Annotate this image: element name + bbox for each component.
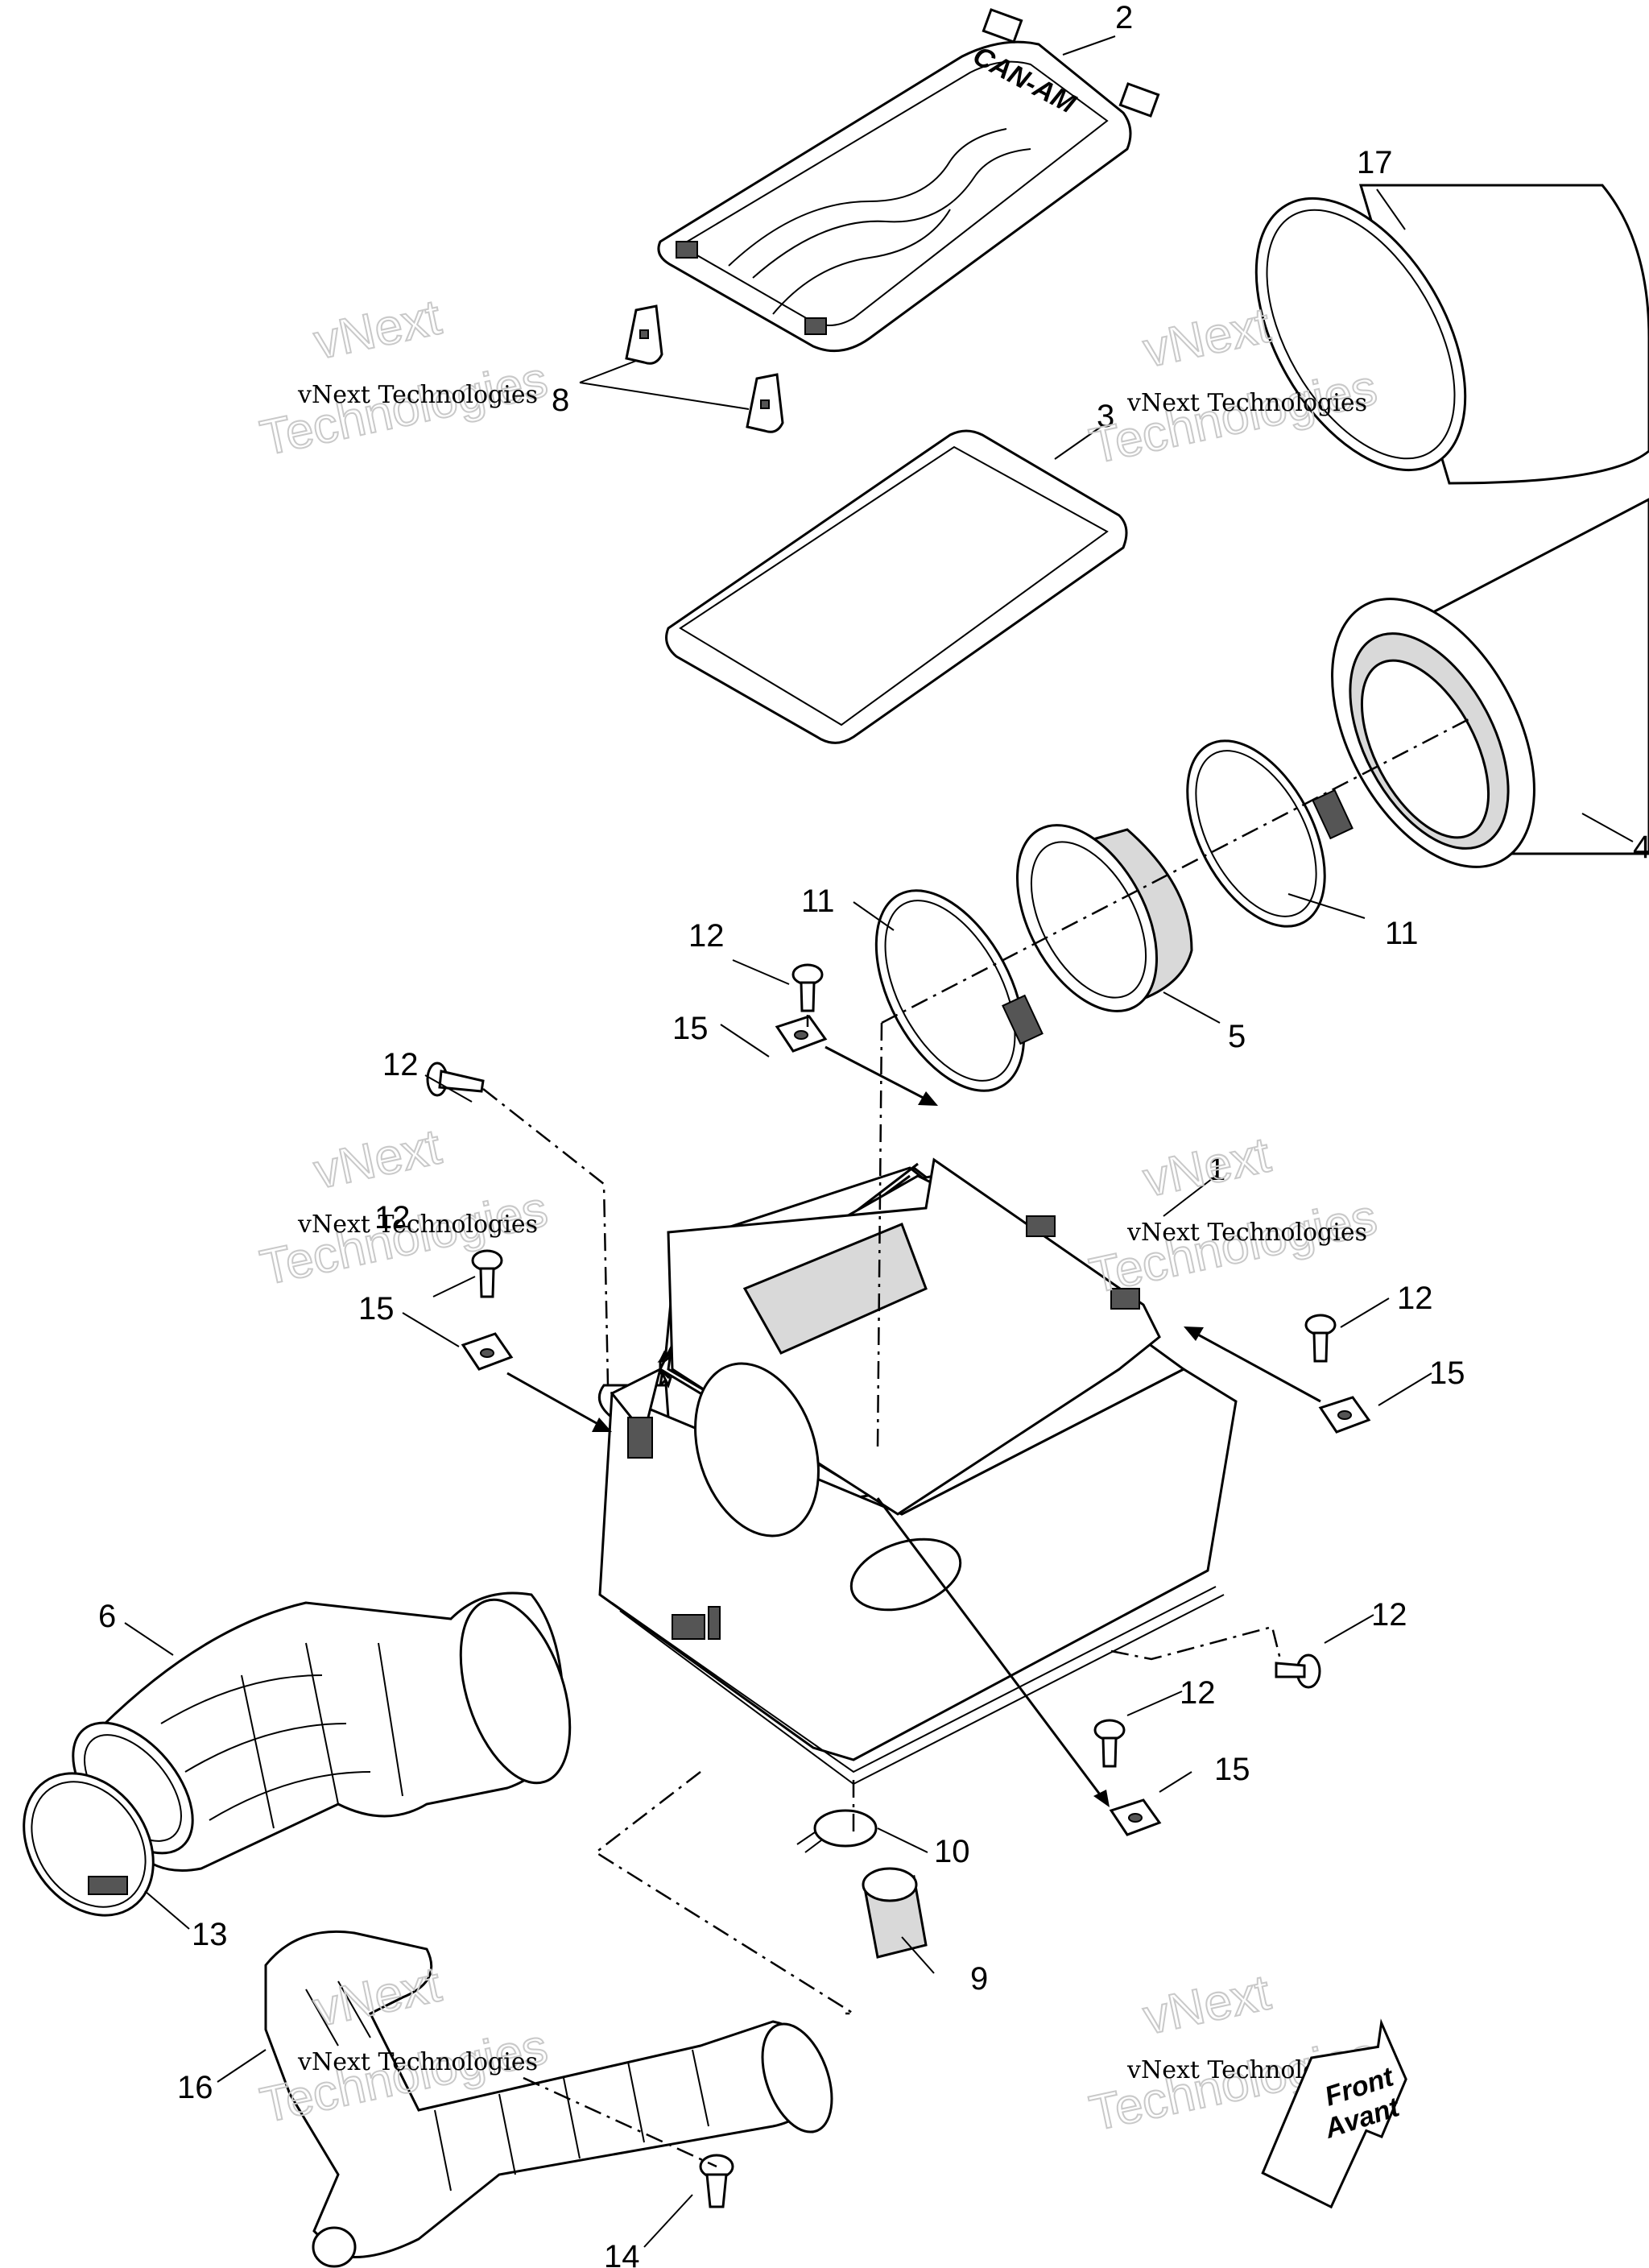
callout-6: 6: [98, 1599, 116, 1634]
part-intake-adaptor: [72, 1591, 572, 1872]
svg-text:vNext: vNext: [309, 289, 445, 370]
part-duct: [264, 1930, 833, 2268]
screw-12a: [426, 1062, 485, 1097]
callout-3: 3: [1097, 399, 1114, 434]
callout-12a: 12: [382, 1047, 419, 1082]
svg-text:vNext: vNext: [1139, 297, 1275, 378]
callout-12d: 12: [1397, 1281, 1433, 1316]
callout-9: 9: [970, 1961, 988, 1997]
screw-14: [699, 2154, 734, 2208]
part-drain-tube: [862, 1867, 928, 1959]
callout-4: 4: [1633, 830, 1649, 865]
nut-15c: [1318, 1396, 1371, 1434]
callout-15c: 15: [1429, 1355, 1465, 1391]
callout-12f: 12: [1180, 1675, 1216, 1711]
svg-text:vNext: vNext: [1139, 1964, 1275, 2045]
screw-12f: [1093, 1719, 1126, 1768]
callout-15b: 15: [358, 1291, 395, 1326]
leader-arrows: [506, 1045, 1321, 1807]
svg-text:vNext Technologies: vNext Technologies: [297, 381, 538, 409]
screw-12e: [1275, 1653, 1321, 1689]
callout-10: 10: [934, 1834, 970, 1869]
svg-text:vNext Technologies: vNext Technologies: [297, 2048, 538, 2076]
callout-17: 17: [1357, 145, 1393, 180]
callout-8: 8: [552, 383, 569, 418]
callout-2: 2: [1115, 0, 1133, 35]
callout-13: 13: [192, 1917, 228, 1952]
part-clips: [625, 304, 784, 433]
part-clamps-upper: [874, 739, 1354, 1092]
screw-12d: [1304, 1314, 1337, 1363]
callout-11b: 11: [1385, 916, 1419, 951]
svg-text:vNext Technologies: vNext Technologies: [297, 1211, 538, 1239]
watermark-1: vNext Technologies vNext Technologies: [255, 288, 553, 467]
callout-leaders: [124, 35, 1634, 2248]
part-prefilter: [1254, 184, 1649, 485]
nut-15a: [775, 1015, 828, 1053]
watermark-4: vNext Technologies vNext Technologies: [1085, 1126, 1382, 1305]
part-gasket: [665, 429, 1128, 744]
callout-12e: 12: [1371, 1597, 1407, 1633]
svg-text:vNext Technologies: vNext Technologies: [1126, 1219, 1367, 1247]
callout-numbers: 2 17 8 3 4 11 11 12 15 5 12 1 12 15 12 1…: [98, 0, 1649, 2268]
part-coupler: [1015, 824, 1193, 1012]
svg-text:vNext: vNext: [309, 1119, 445, 1199]
callout-15a: 15: [672, 1011, 709, 1046]
screw-12c: [471, 1249, 503, 1298]
callout-15d: 15: [1214, 1752, 1250, 1787]
nut-15b: [461, 1332, 514, 1371]
svg-text:vNext: vNext: [1139, 1127, 1275, 1207]
part-airbox-cover: CAN-AM: [657, 8, 1160, 353]
callout-12c: 12: [374, 1200, 411, 1235]
part-airbox-body: [598, 1157, 1238, 1786]
callout-5: 5: [1228, 1019, 1246, 1054]
callout-11a: 11: [801, 884, 835, 919]
callout-12b: 12: [688, 918, 725, 954]
nut-15d: [1109, 1798, 1162, 1836]
callout-1: 1: [1208, 1152, 1225, 1187]
center-lines: [482, 715, 1474, 2168]
part-air-filter: [1331, 498, 1649, 868]
svg-text:vNext Technologies: vNext Technologies: [1126, 389, 1367, 417]
fasteners: [426, 963, 1371, 2208]
callout-14: 14: [604, 2239, 640, 2268]
part-clamp-lower: [23, 1772, 155, 1917]
part-spring-clip: [796, 1809, 878, 1853]
screw-12b: [791, 963, 824, 1012]
callout-16: 16: [177, 2070, 213, 2105]
